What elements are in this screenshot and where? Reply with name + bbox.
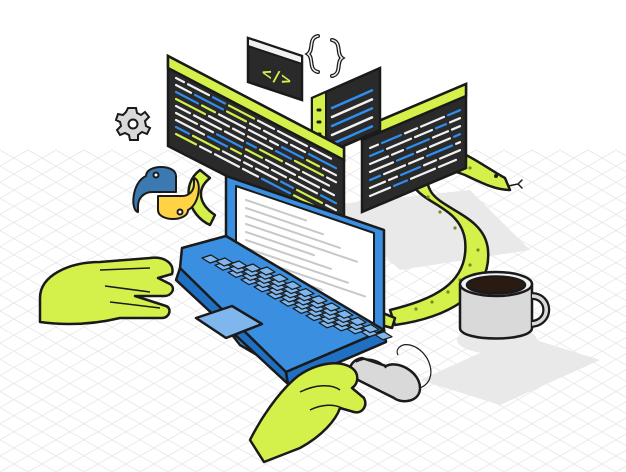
mouse [348, 344, 432, 403]
python-logo-icon [132, 166, 200, 220]
gear-icon [114, 107, 152, 141]
code-window-main [166, 53, 346, 239]
laptop [174, 174, 393, 386]
code-window-right [360, 82, 468, 214]
left-hand [38, 256, 175, 326]
code-tag-icon: </> [246, 36, 304, 102]
keyboard [201, 254, 393, 341]
coffee-mug [458, 270, 551, 340]
curly-braces-icon [304, 34, 346, 78]
touchpad [194, 304, 264, 340]
right-hand [248, 362, 367, 464]
